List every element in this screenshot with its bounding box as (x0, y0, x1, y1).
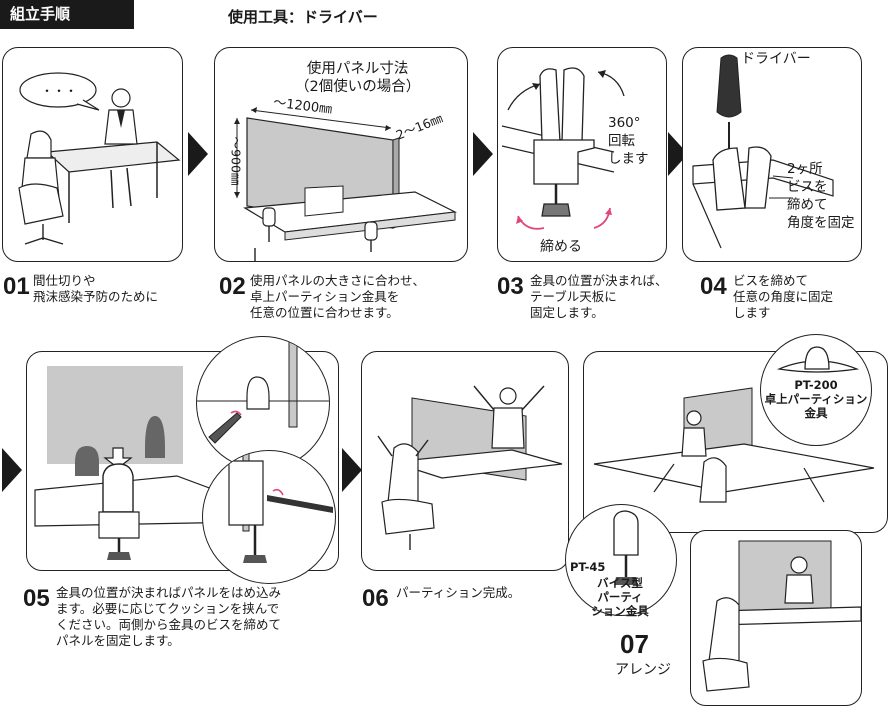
tighten-label: 締める (540, 239, 582, 255)
detail-circle-screw (202, 450, 336, 584)
step-02-illustration: 使用パネル寸法 （2個使いの場合） 〜1200㎜ 〜900㎜ 2〜16㎜ (214, 47, 468, 262)
step-number: 07 (620, 629, 649, 659)
flow-arrow (2, 448, 22, 492)
driver-label: ドライバー (741, 51, 811, 67)
page-title: 組立手順 (0, 0, 134, 29)
pt200-code: PT-200 (794, 378, 838, 392)
flow-arrow (342, 448, 362, 492)
step-number: 04 (700, 273, 727, 300)
product-pt200-circle (760, 334, 872, 446)
step-number: 06 (362, 585, 389, 612)
pt200-name: 卓上パーティション 金具 (764, 392, 868, 420)
pt45-name: バイス型 パーティ ション金具 (591, 576, 649, 618)
speech-bubble-text: ・・・ (41, 84, 78, 98)
step-text: アレンジ (615, 662, 671, 678)
step-text: 金具の位置が決まれば、 テーブル天板に 固定します。 (530, 273, 668, 320)
step-text: ビスを締めて 任意の角度に固定 します (733, 273, 834, 320)
screw-note-label: 2ヶ所 ビスを 締めて 角度を固定 (787, 161, 855, 231)
flow-arrow (188, 132, 208, 176)
step-number: 01 (3, 273, 30, 300)
panel-size-title: 使用パネル寸法 （2個使いの場合） (295, 61, 421, 95)
arrange-illustration (690, 530, 862, 706)
step-06-illustration (361, 351, 569, 571)
panel-height-label: 〜900㎜ (228, 136, 244, 186)
step-01-illustration: ・・・ (2, 47, 183, 262)
flow-arrow (473, 132, 493, 176)
step-number: 03 (497, 273, 524, 300)
step-number: 05 (23, 585, 50, 612)
rotate-label: 360° 回転 します (608, 115, 649, 167)
tools-label: 使用工具：ドライバー (228, 8, 378, 26)
step-text: パーティション完成。 (396, 585, 521, 600)
step-text: 間仕切りや 飛沫感染予防のために (33, 273, 159, 304)
step-number: 02 (219, 273, 246, 300)
step-text: 使用パネルの大きさに合わせ、 卓上パーティション金具を 任意の位置に合わせます。 (250, 273, 426, 320)
step-04-illustration: ドライバー 2ヶ所 ビスを 締めて 角度を固定 (682, 47, 862, 262)
step-text: 金具の位置が決まればパネルをはめ込み ます。必要に応じてクッションを挟んで くだ… (56, 585, 282, 648)
product-pt45-circle (565, 504, 677, 616)
pt45-code: PT-45 (570, 560, 606, 574)
step-03-illustration: 360° 回転 します 締める (497, 47, 667, 262)
